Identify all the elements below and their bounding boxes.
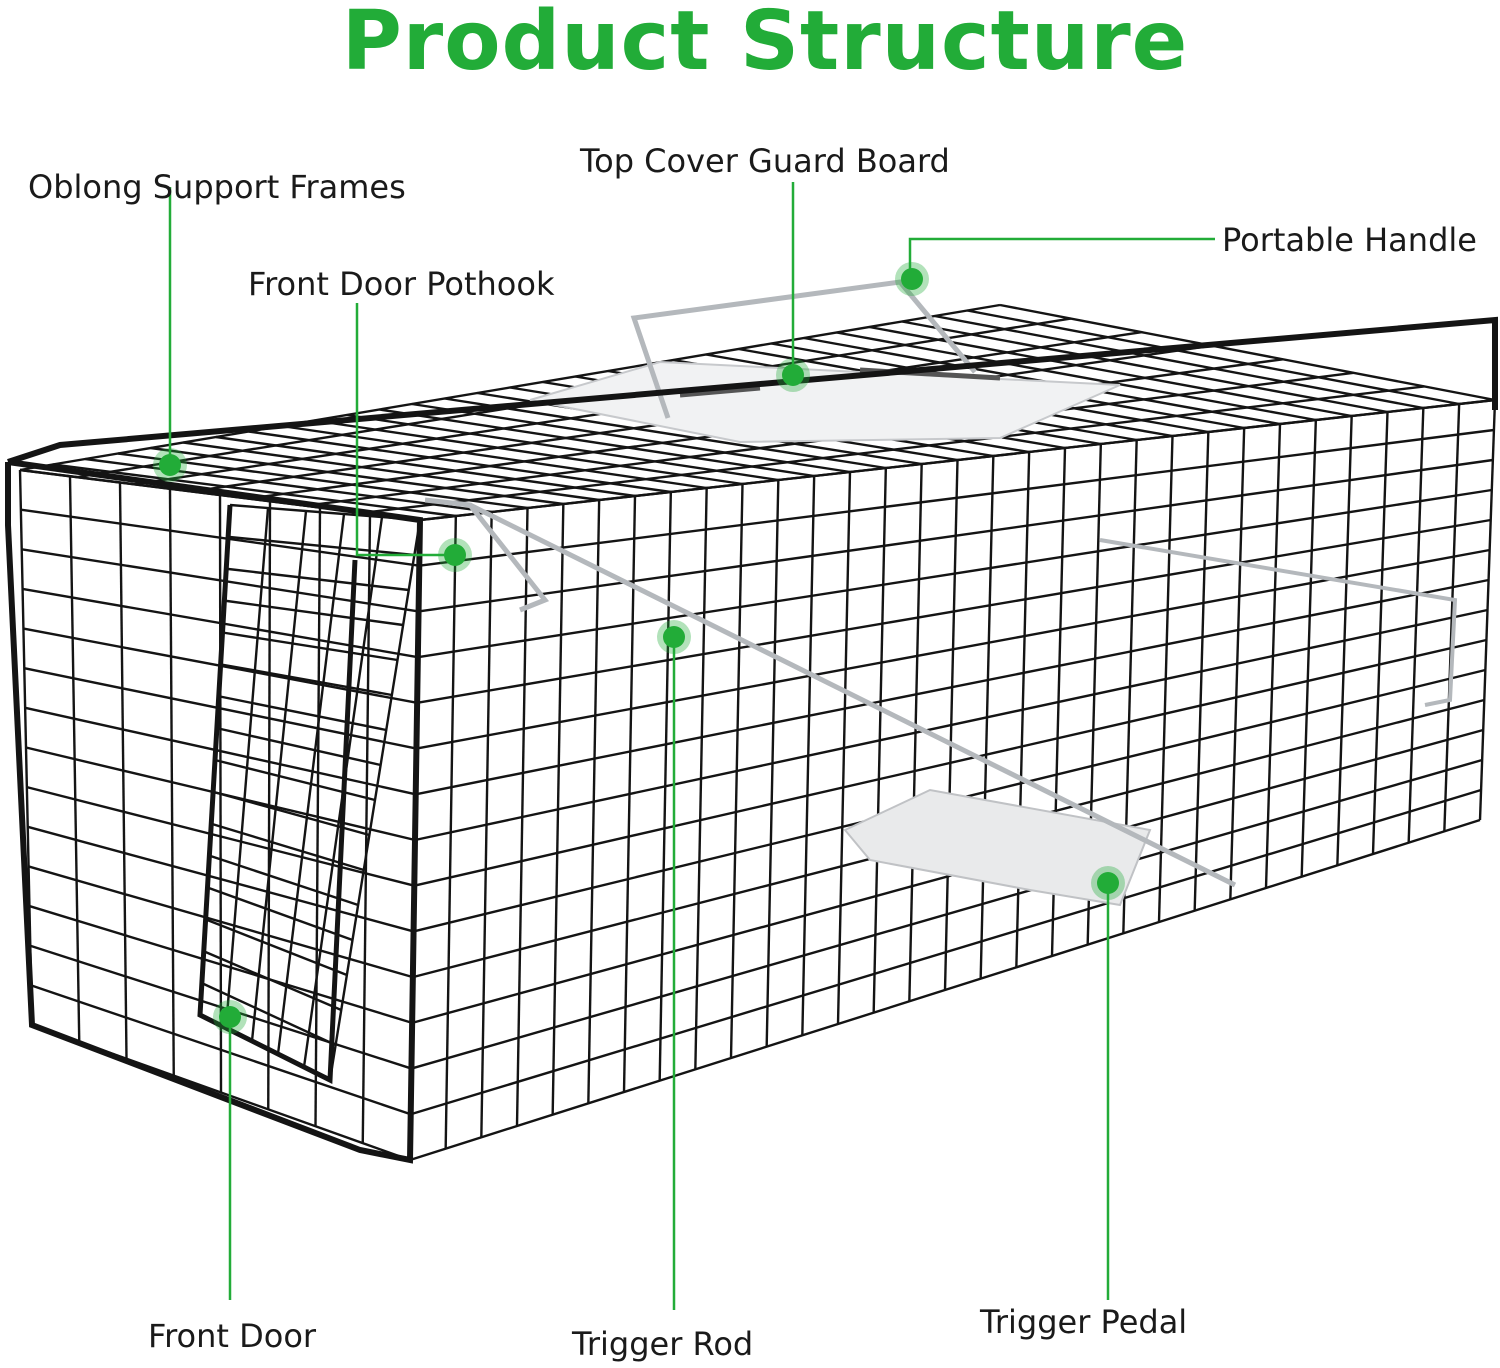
door-mesh — [218, 695, 387, 732]
label-oblong-support-frames: Oblong Support Frames — [28, 168, 406, 206]
leader-lines — [153, 182, 1215, 1310]
door-mesh — [216, 726, 381, 767]
top-face-mesh — [934, 314, 1424, 410]
marker-dot-front-door-pothook — [444, 544, 466, 566]
top-face-mesh — [379, 408, 815, 478]
door-mesh — [201, 982, 337, 1047]
top-face-mesh — [967, 309, 1460, 406]
side-face-mesh — [411, 728, 1484, 1025]
door-mesh — [220, 663, 393, 697]
label-trigger-pedal: Trigger Pedal — [980, 1303, 1188, 1341]
front-face-mesh — [20, 508, 420, 567]
guard-board-slot — [679, 385, 761, 398]
door-mesh — [222, 631, 398, 662]
front-face-mesh — [29, 904, 413, 1025]
side-face-mesh — [417, 488, 1492, 659]
top-face-mesh — [901, 320, 1388, 414]
side-face-mesh — [415, 578, 1489, 796]
top-face-mesh — [419, 398, 1496, 522]
top-face-mesh — [248, 430, 672, 494]
side-face-mesh — [416, 518, 1491, 705]
trigger-rod — [468, 502, 1237, 888]
side-face-mesh — [409, 818, 1481, 1162]
front-face-mesh — [26, 785, 415, 887]
side-face-mesh — [419, 428, 1495, 567]
label-portable-handle: Portable Handle — [1222, 221, 1477, 259]
door-mesh — [205, 918, 348, 977]
front-face-mesh — [30, 984, 412, 1116]
side-face-mesh — [410, 788, 1482, 1116]
top-face-mesh — [411, 402, 851, 474]
door-mesh — [224, 599, 404, 627]
floor-panel — [25, 730, 1480, 1150]
front-door-frame — [197, 504, 358, 1084]
leader-line-portable-handle — [908, 237, 1215, 278]
front-face-mesh — [29, 944, 412, 1070]
label-front-door-pothook: Front Door Pothook — [248, 265, 555, 303]
oblong-support-frame — [7, 316, 1498, 465]
top-face-mesh — [85, 457, 492, 514]
door-mesh — [208, 854, 359, 907]
side-face-mesh — [418, 458, 1494, 613]
leader-line-front-door-pothook — [355, 303, 455, 557]
front-frame-outline — [5, 459, 424, 1164]
side-face-mesh — [414, 608, 1488, 842]
top-face-mesh — [215, 435, 636, 498]
page-title: Product Structure — [341, 0, 1189, 89]
front-face-mesh — [27, 825, 414, 933]
door-mesh — [226, 567, 409, 592]
top-face-mesh — [117, 452, 528, 510]
side-face-mesh — [414, 638, 1487, 887]
label-top-cover-guard-board: Top Cover Guard Board — [580, 142, 950, 180]
top-face-mesh — [52, 463, 456, 518]
top-face-mesh — [183, 441, 600, 502]
door-mesh — [203, 950, 342, 1012]
top-face-mesh — [444, 397, 887, 470]
label-trigger-rod: Trigger Rod — [572, 1325, 754, 1363]
marker-dot-portable-handle — [901, 268, 923, 290]
door-mesh — [228, 535, 415, 557]
rear-latch-rod — [1099, 538, 1458, 707]
door-mesh — [214, 758, 376, 802]
marker-dot-top-cover-guard-board — [782, 364, 804, 386]
top-face-mesh — [999, 303, 1496, 402]
marker-dot-trigger-pedal — [1097, 872, 1119, 894]
side-face-mesh — [416, 548, 1490, 750]
top-face-mesh — [836, 331, 1317, 422]
top-face-mesh — [362, 385, 1425, 515]
top-face-mesh — [19, 303, 1001, 472]
front-face-mesh — [24, 706, 416, 796]
trigger-pedal — [843, 788, 1152, 907]
label-front-door: Front Door — [148, 1317, 317, 1355]
side-face-mesh — [411, 758, 1483, 1070]
marker-dot-oblong-support-frames — [159, 454, 181, 476]
top-face-mesh — [281, 424, 707, 490]
door-mesh — [207, 886, 353, 942]
marker-dot-front-door — [219, 1006, 241, 1028]
top-face-mesh — [313, 419, 743, 486]
portable-handle — [630, 279, 977, 419]
top-face-mesh — [346, 413, 779, 482]
top-cover-guard-board — [529, 360, 1121, 444]
marker-dot-trigger-rod — [663, 626, 685, 648]
trigger-rod-hook — [424, 497, 550, 613]
